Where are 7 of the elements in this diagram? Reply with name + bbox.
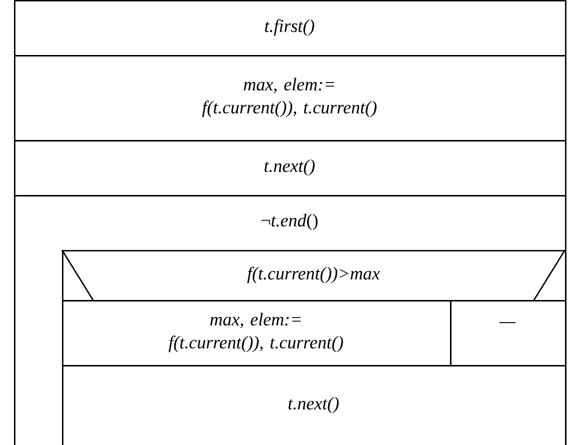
statement-box: t.next() bbox=[14, 140, 566, 196]
condition-box: f(t.current())>max bbox=[61, 250, 566, 302]
statement-box: max, elem:= f(t.current()), t.current() bbox=[14, 55, 566, 142]
statement-box: t.first() bbox=[14, 0, 566, 56]
statement-box: max, elem:= f(t.current()), t.current() bbox=[62, 300, 452, 366]
statement-box: — bbox=[450, 300, 566, 366]
statement-box: t.next() bbox=[62, 365, 566, 445]
